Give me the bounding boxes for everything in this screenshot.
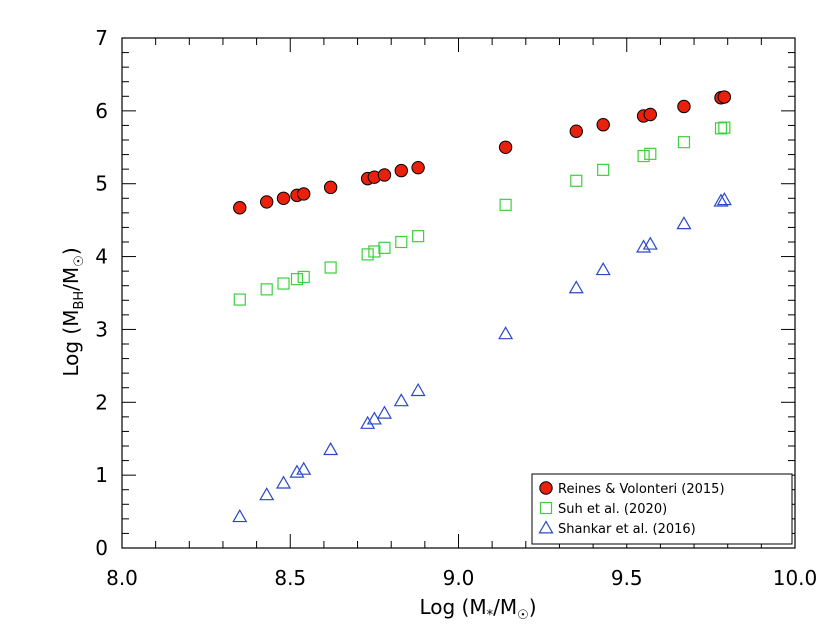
data-point xyxy=(233,201,247,215)
data-point xyxy=(361,248,374,261)
data-point xyxy=(324,261,337,274)
data-point xyxy=(394,163,408,178)
x-axis-title-sun: ☉ xyxy=(517,608,529,623)
data-point xyxy=(233,293,246,306)
legend-marker xyxy=(539,501,553,515)
y-tick-label: 5 xyxy=(95,172,108,196)
y-tick-label: 1 xyxy=(95,463,108,487)
x-tick-label: 9.5 xyxy=(611,566,643,590)
y-axis-title-slash: /M xyxy=(59,267,83,291)
y-axis-title-bh: BH xyxy=(72,291,87,310)
data-point xyxy=(289,464,305,478)
data-point xyxy=(296,461,312,475)
data-point xyxy=(323,441,339,456)
series-1 xyxy=(233,90,732,215)
data-point xyxy=(637,149,650,163)
data-point xyxy=(411,160,425,175)
data-point xyxy=(290,273,304,286)
data-point xyxy=(499,198,512,211)
data-point xyxy=(716,192,732,206)
y-axis-title-close: ) xyxy=(59,247,83,255)
data-point xyxy=(232,508,248,523)
data-point xyxy=(323,180,338,195)
data-point xyxy=(378,241,391,254)
data-point xyxy=(643,107,658,122)
x-tick-label: 8.5 xyxy=(274,566,306,590)
y-tick-label: 2 xyxy=(95,390,108,414)
data-point xyxy=(377,168,392,182)
x-axis-title-log: Log (M xyxy=(419,595,486,619)
legend-marker xyxy=(539,481,553,495)
data-point xyxy=(393,393,409,407)
y-axis-title-log: Log (M xyxy=(59,310,83,377)
data-point xyxy=(718,121,731,134)
data-point xyxy=(713,193,729,207)
legend-label: Reines & Volonteri (2015) xyxy=(558,482,725,497)
tick-labels: 8.0 8.5 9.0 9.5 10.0 0 1 2 3 4 5 6 7 xyxy=(95,26,817,590)
x-tick-label: 10.0 xyxy=(773,566,818,590)
data-point xyxy=(595,261,611,276)
data-point xyxy=(412,230,425,243)
data-point xyxy=(644,147,657,160)
data-point xyxy=(368,245,381,258)
data-point xyxy=(395,235,408,249)
data-point xyxy=(569,124,583,138)
data-points xyxy=(232,90,732,523)
y-tick-label: 6 xyxy=(95,99,108,123)
data-point xyxy=(677,136,691,149)
data-point xyxy=(376,405,393,419)
y-tick-label: 3 xyxy=(95,317,108,341)
plot-area-border xyxy=(121,37,796,549)
legend-marker xyxy=(538,520,554,534)
data-point xyxy=(570,174,583,187)
data-point xyxy=(676,216,692,230)
legend: Reines & Volonteri (2015) Suh et al. (202… xyxy=(531,473,793,545)
data-point xyxy=(596,118,610,132)
x-axis-title-star: * xyxy=(487,608,494,623)
data-point xyxy=(360,415,376,429)
legend-label: Shankar et al. (2016) xyxy=(558,522,696,537)
y-axis-title-sun: ☉ xyxy=(72,255,87,267)
series-3 xyxy=(232,192,732,523)
x-tick-label: 8.0 xyxy=(106,566,138,590)
data-point xyxy=(636,239,652,253)
data-point xyxy=(260,283,273,296)
data-point xyxy=(276,191,291,205)
data-point xyxy=(677,99,691,114)
legend-label: Suh et al. (2020) xyxy=(558,502,667,517)
data-point xyxy=(498,326,514,340)
data-point xyxy=(714,122,728,135)
data-point xyxy=(410,382,426,397)
data-point xyxy=(259,487,275,501)
series-2 xyxy=(233,121,731,306)
y-tick-label: 0 xyxy=(95,536,108,560)
x-tick-label: 9.0 xyxy=(443,566,475,590)
data-point xyxy=(597,163,610,176)
data-point xyxy=(717,90,732,104)
data-point xyxy=(642,236,658,250)
x-axis-title-close: ) xyxy=(529,595,537,619)
axis-ticks xyxy=(121,37,796,549)
data-point xyxy=(297,270,310,284)
plot-frame xyxy=(121,37,796,549)
y-tick-label: 4 xyxy=(95,245,108,269)
legend-box xyxy=(531,473,793,545)
x-axis-title: Log (M*/M☉) xyxy=(419,595,536,623)
data-point xyxy=(259,195,274,209)
x-axis-title-slash: /M xyxy=(493,595,517,619)
data-point xyxy=(277,277,290,290)
data-point xyxy=(568,280,584,294)
y-axis-title: Log (MBH/M☉) xyxy=(59,247,87,376)
data-point xyxy=(275,475,292,489)
data-point xyxy=(297,187,311,201)
data-point xyxy=(498,140,513,154)
y-tick-label: 7 xyxy=(95,26,108,50)
